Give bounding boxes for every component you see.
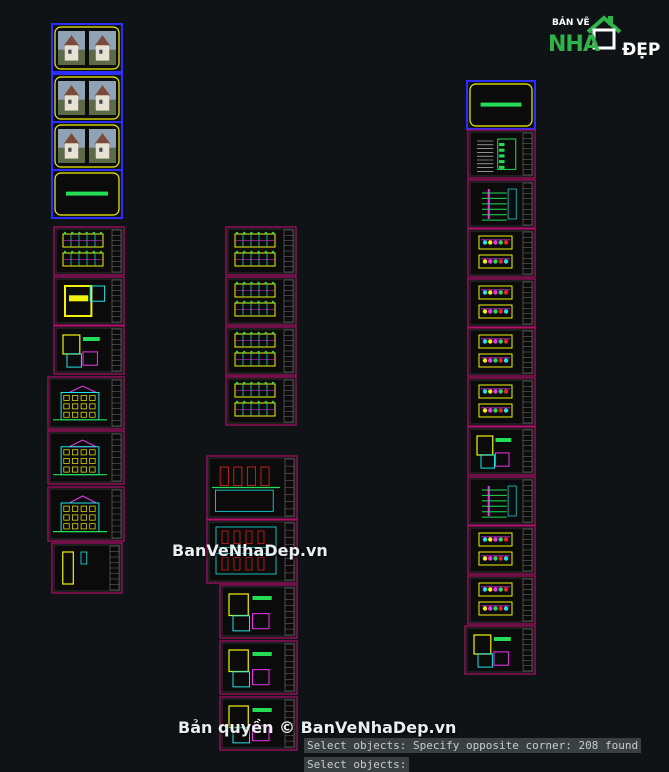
drawing-sheet[interactable] — [467, 377, 536, 427]
brand-top-text: BẢN VẼ — [552, 18, 590, 28]
drawing-sheet[interactable] — [53, 226, 125, 276]
drawing-sheet[interactable] — [225, 326, 297, 376]
drawing-sheet[interactable] — [206, 519, 298, 584]
house-icon — [586, 15, 622, 50]
drawing-sheet[interactable] — [47, 486, 125, 542]
drawing-sheet[interactable] — [51, 542, 123, 594]
title-sheet[interactable] — [51, 169, 123, 219]
title-sheet[interactable] — [51, 121, 123, 171]
drawing-sheet[interactable] — [467, 476, 536, 526]
drawing-sheet[interactable] — [225, 276, 297, 326]
drawing-sheet[interactable] — [467, 179, 536, 229]
command-prompt[interactable]: Select objects: — [304, 757, 410, 772]
drawing-sheet[interactable] — [225, 376, 297, 426]
watermark-bottom: Bản quyền © BanVeNhaDep.vn — [178, 718, 457, 737]
brand-logo: BẢN VẼ NHÀ ĐẸP — [546, 10, 662, 66]
title-sheet[interactable] — [51, 73, 123, 123]
brand-right-text: ĐẸP — [622, 40, 661, 60]
drawing-sheet[interactable] — [467, 575, 536, 625]
drawing-sheet[interactable] — [467, 525, 536, 575]
drawing-sheet[interactable] — [219, 640, 298, 695]
drawing-sheet[interactable] — [467, 278, 536, 328]
drawing-sheet[interactable] — [53, 276, 125, 326]
title-sheet[interactable] — [466, 80, 536, 130]
drawing-sheet[interactable] — [53, 325, 125, 375]
brand-left-text: NHÀ — [548, 32, 600, 57]
drawing-sheet[interactable] — [225, 226, 297, 276]
drawing-sheet[interactable] — [206, 455, 298, 520]
drawing-sheet[interactable] — [467, 426, 536, 476]
drawing-sheet[interactable] — [464, 625, 536, 675]
drawing-sheet[interactable] — [219, 696, 298, 751]
drawing-sheet[interactable] — [219, 584, 298, 639]
command-history-line: Select objects: Specify opposite corner:… — [304, 738, 642, 753]
drawing-sheet[interactable] — [47, 430, 125, 485]
drawing-sheet[interactable] — [467, 327, 536, 377]
watermark-middle: BanVeNhaDep.vn — [172, 541, 328, 560]
drawing-sheet[interactable] — [467, 228, 536, 278]
drawing-sheet[interactable] — [47, 376, 125, 430]
title-sheet[interactable] — [51, 23, 123, 73]
drawing-sheet[interactable] — [467, 129, 536, 179]
